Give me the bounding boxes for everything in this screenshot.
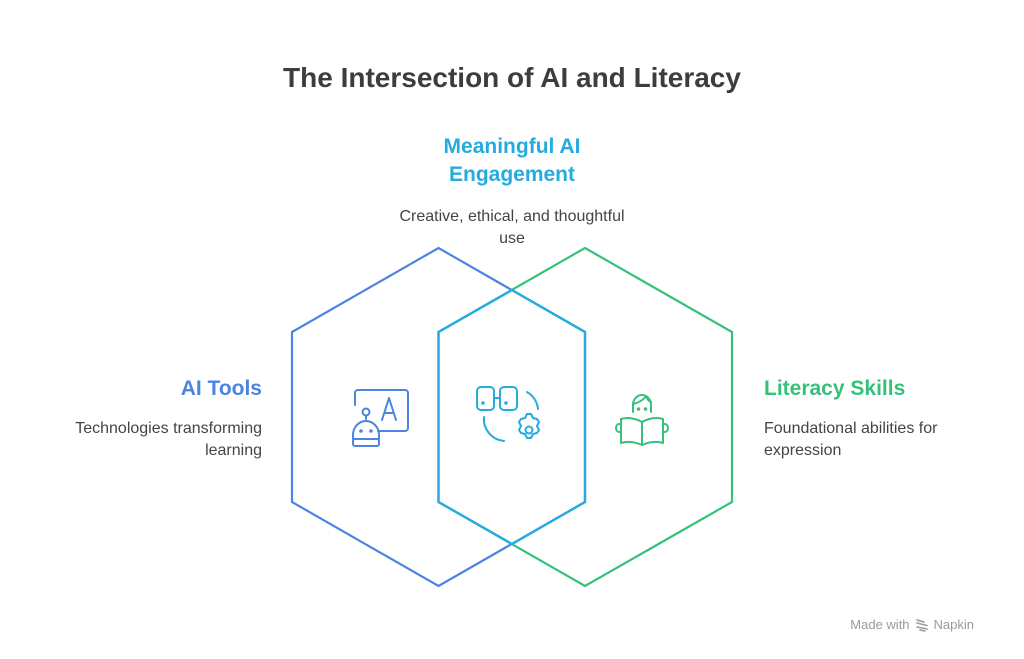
engagement-description: Creative, ethical, and thoughtful use bbox=[399, 208, 625, 247]
literacy-skills-title: Literacy Skills bbox=[764, 377, 906, 400]
ai-tools-description: Technologies transforming learning bbox=[75, 420, 262, 459]
reading-person-icon bbox=[615, 394, 669, 446]
footer-watermark: Made with Napkin bbox=[850, 617, 974, 632]
ai-tools-title: AI Tools bbox=[180, 377, 262, 400]
napkin-logo-icon bbox=[915, 618, 928, 632]
engagement-title: Meaningful AI Engagement bbox=[443, 135, 581, 186]
literacy-skills-description: Foundational abilities for expression bbox=[764, 420, 938, 459]
diagram-title: The Intersection of AI and Literacy bbox=[283, 62, 741, 93]
robot-screen-icon bbox=[352, 389, 409, 447]
made-with-label: Made with bbox=[850, 617, 910, 632]
intersection-hexagon bbox=[437, 288, 587, 546]
glasses-gear-icon bbox=[476, 386, 540, 442]
napkin-brand: Napkin bbox=[933, 617, 974, 632]
